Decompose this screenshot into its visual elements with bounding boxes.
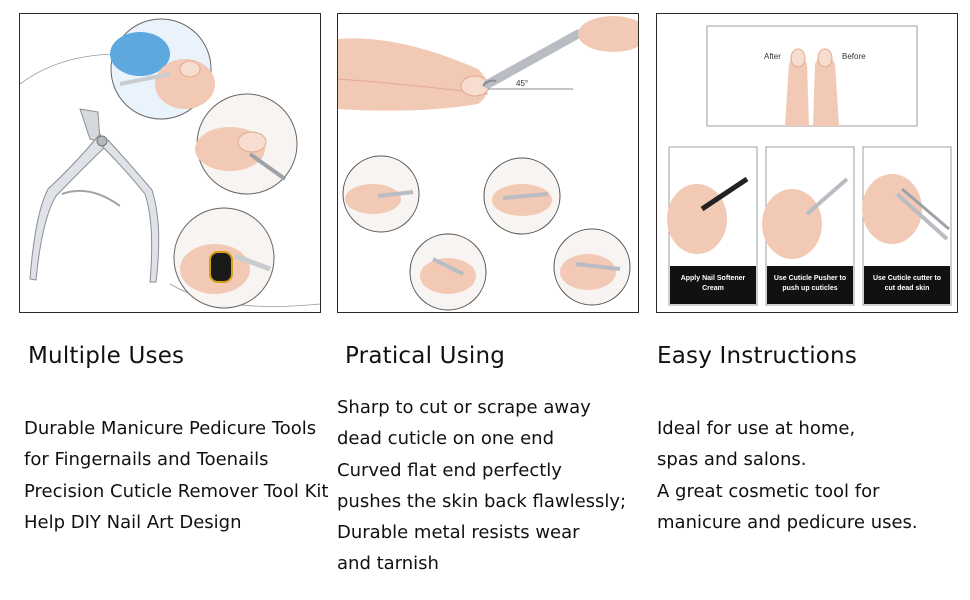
step-3-card: Use Cuticle cutter to cut dead skin [862, 146, 952, 306]
cuticle-nipper-illustration [20, 18, 320, 309]
easy-instructions-text: Ideal for use at home, spas and salons. … [657, 413, 918, 538]
hand-with-pusher [338, 16, 638, 111]
cuticle-pusher-illustration: 45° [338, 16, 638, 311]
step-2-caption-line2: push up cuticles [782, 285, 837, 292]
step-2-caption-line1: Use Cuticle Pusher to [774, 275, 846, 282]
step-1-caption-line1: Apply Nail Softener [681, 275, 746, 282]
text-line: Precision Cuticle Remover Tool Kit [24, 480, 329, 502]
pusher-step-circles [342, 155, 631, 311]
text-line: Durable metal resists wear [337, 522, 580, 544]
angle-label: 45° [516, 79, 528, 88]
text-line: Durable Manicure Pedicure Tools [24, 418, 317, 439]
step-3-caption-line1: Use Cuticle cutter to [873, 275, 941, 282]
text-line: pushes the skin back flawlessly; [337, 490, 627, 512]
multiple-uses-text: Durable Manicure Pedicure Tools for Fing… [24, 413, 328, 538]
pratical-using-image-panel: 45° [337, 13, 639, 313]
text-line: A great cosmetic tool for [657, 480, 880, 502]
text-line: manicure and pedicure uses. [657, 511, 918, 533]
cuticle-nipper [29, 108, 160, 283]
before-label: Before [842, 52, 866, 61]
fingernail-cuticle-circle [195, 93, 298, 195]
text-line: Curved flat end perfectly [337, 459, 562, 481]
step-1-caption-line2: Cream [702, 285, 724, 292]
step-2-card: Use Cuticle Pusher to push up cuticles [762, 146, 855, 306]
multiple-uses-image-panel [19, 13, 321, 313]
pratical-using-text: Sharp to cut or scrape away dead cuticle… [337, 392, 626, 580]
toenail-cutting-circle [110, 18, 215, 120]
text-line: for Fingernails and Toenails [24, 449, 269, 471]
multiple-uses-heading: Multiple Uses [28, 343, 185, 369]
text-line: spas and salons. [657, 449, 807, 471]
after-label: After [764, 52, 781, 61]
text-line: Ideal for use at home, [657, 418, 856, 439]
text-line: Help DIY Nail Art Design [24, 511, 242, 533]
nail-art-circle [173, 207, 275, 309]
step-3-caption-line2: cut dead skin [885, 285, 930, 292]
instructions-illustration: After Before Apply Nail Softener Cream U… [667, 25, 952, 306]
step-1-card: Apply Nail Softener Cream [667, 146, 758, 306]
easy-instructions-image-panel: After Before Apply Nail Softener Cream U… [656, 13, 958, 313]
text-line: Sharp to cut or scrape away [337, 397, 591, 418]
pratical-using-heading: Pratical Using [345, 343, 506, 369]
text-line: and tarnish [337, 553, 439, 575]
text-line: dead cuticle on one end [337, 428, 555, 450]
before-after-box: After Before [706, 25, 918, 127]
easy-instructions-heading: Easy Instructions [657, 343, 858, 369]
